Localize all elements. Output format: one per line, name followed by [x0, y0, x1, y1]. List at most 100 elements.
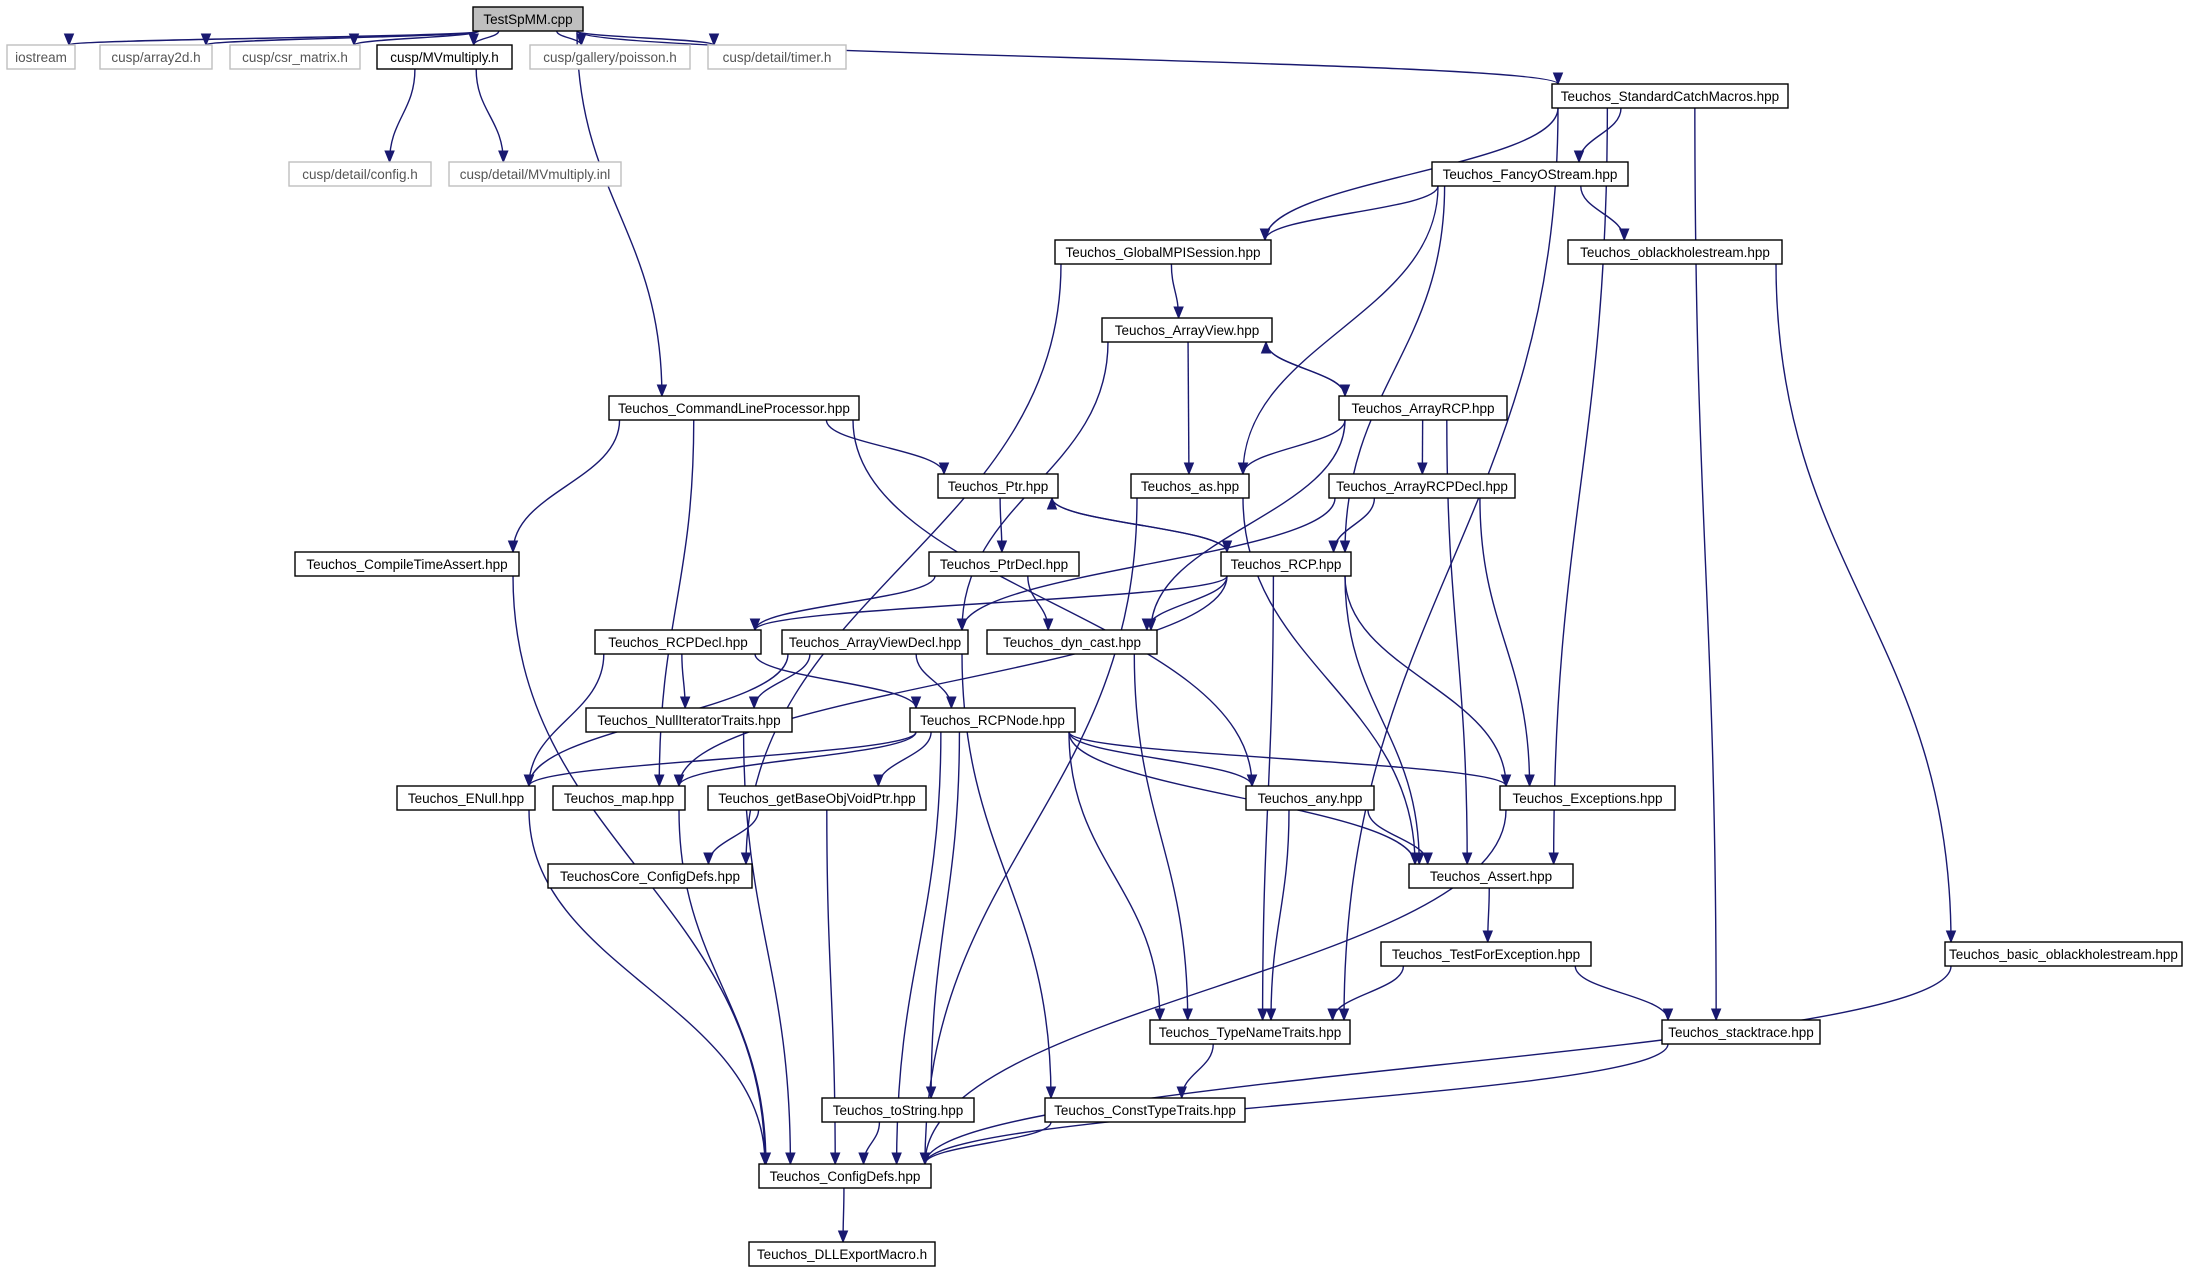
edge-testspmm-to-timer [576, 30, 715, 46]
node-consttype[interactable]: Teuchos_ConstTypeTraits.hpp [1044, 1097, 1246, 1123]
edge-rcpnode-to-typename [1068, 731, 1161, 1021]
node-enull[interactable]: Teuchos_ENull.hpp [396, 785, 536, 811]
arrowhead-mvmultiply_h-to-mvmultiply_inl [498, 150, 509, 164]
arrowhead-rcpnode-to-any [1246, 774, 1258, 788]
node-box [707, 785, 927, 811]
node-rcp[interactable]: Teuchos_RCP.hpp [1220, 551, 1352, 577]
node-basicoblack[interactable]: Teuchos_basic_oblackholestream.hpp [1944, 941, 2183, 967]
node-box [472, 6, 584, 32]
edge-basicoblack-to-configdefs [924, 965, 1952, 1165]
node-label: Teuchos_stacktrace.hpp [1668, 1025, 1814, 1040]
node-box [547, 863, 753, 889]
arrowhead-any-to-typename [1265, 1008, 1277, 1022]
edge-testspmm-to-standardcatch [576, 30, 1559, 85]
node-oblackhole[interactable]: Teuchos_oblackholestream.hpp [1567, 239, 1783, 265]
node-cmdline[interactable]: Teuchos_CommandLineProcessor.hpp [608, 395, 860, 421]
arrowhead-standardcatch-to-assert [1548, 852, 1559, 866]
node-rcpnode[interactable]: Teuchos_RCPNode.hpp [909, 707, 1076, 733]
arrowhead-standardcatch-to-fancyostream [1573, 150, 1585, 164]
node-arrayrcpdecl[interactable]: Teuchos_ArrayRCPDecl.hpp [1328, 473, 1516, 499]
edge-testspmm-to-array2d [205, 30, 480, 46]
node-box [376, 44, 513, 70]
arrowhead-arrayviewdecl-to-consttype [1045, 1086, 1057, 1100]
edge-rcp-to-ptr [1051, 497, 1228, 553]
edge-typename-to-consttype [1181, 1043, 1214, 1099]
node-arrayviewdecl[interactable]: Teuchos_ArrayViewDecl.hpp [781, 629, 969, 655]
node-label: Teuchos_dyn_cast.hpp [1003, 635, 1141, 650]
edge-stacktrace-to-configdefs [924, 1043, 1669, 1165]
node-box [1944, 941, 2183, 967]
node-any[interactable]: Teuchos_any.hpp [1245, 785, 1375, 811]
arrowhead-rcpnode-to-configdefs [891, 1152, 902, 1166]
edge-rcpnode-to-tostring [930, 731, 961, 1099]
node-globalmpi[interactable]: Teuchos_GlobalMPISession.hpp [1054, 239, 1272, 265]
node-assert[interactable]: Teuchos_Assert.hpp [1408, 863, 1574, 889]
edge-standardcatch-to-stacktrace [1694, 107, 1717, 1021]
arrowhead-ptr-to-rcp [1221, 540, 1233, 554]
node-label: Teuchos_GlobalMPISession.hpp [1065, 245, 1260, 260]
edge-fancyostream-to-as [1242, 185, 1439, 475]
node-dyncast[interactable]: Teuchos_dyn_cast.hpp [986, 629, 1158, 655]
node-box [986, 629, 1158, 655]
arrowhead-rcpdecl-to-rcpnode [910, 696, 922, 710]
node-label: Teuchos_DLLExportMacro.h [757, 1247, 927, 1262]
node-label: Teuchos_as.hpp [1141, 479, 1239, 494]
arrowhead-fancyostream-to-oblackhole [1619, 228, 1630, 242]
node-as[interactable]: Teuchos_as.hpp [1130, 473, 1250, 499]
node-coreconfig[interactable]: TeuchosCore_ConfigDefs.hpp [547, 863, 753, 889]
node-label: Teuchos_basic_oblackholestream.hpp [1949, 947, 2178, 962]
arrowhead-typename-to-consttype [1176, 1086, 1187, 1100]
arrowhead-getbaseobj-to-configdefs [829, 1152, 841, 1166]
arrowhead-globalmpi-to-coreconfig [740, 852, 752, 866]
arrowhead-arrayrcp-to-arrayview [1260, 340, 1272, 354]
node-ptrdecl[interactable]: Teuchos_PtrDecl.hpp [928, 551, 1080, 577]
edge-rcpnode-to-any [1068, 731, 1253, 787]
node-label: cusp/detail/timer.h [723, 50, 832, 65]
node-box [748, 1241, 936, 1267]
node-compiletime[interactable]: Teuchos_CompileTimeAssert.hpp [294, 551, 520, 577]
node-box [1149, 1019, 1351, 1045]
edge-testspmm-to-csr_matrix [353, 30, 480, 46]
node-fancyostream[interactable]: Teuchos_FancyOStream.hpp [1431, 161, 1629, 187]
edge-any-to-typename [1270, 809, 1290, 1021]
node-box [1054, 239, 1272, 265]
node-testspmm: TestSpMM.cpp [472, 6, 584, 32]
node-arrayview[interactable]: Teuchos_ArrayView.hpp [1101, 317, 1273, 343]
node-box [1499, 785, 1676, 811]
node-map[interactable]: Teuchos_map.hpp [552, 785, 686, 811]
node-typename[interactable]: Teuchos_TypeNameTraits.hpp [1149, 1019, 1351, 1045]
arrowhead-arrayview-to-as [1183, 462, 1195, 476]
node-standardcatch[interactable]: Teuchos_StandardCatchMacros.hpp [1551, 83, 1789, 109]
node-arrayrcp[interactable]: Teuchos_ArrayRCP.hpp [1338, 395, 1508, 421]
node-nulliter[interactable]: Teuchos_NullIteratorTraits.hpp [585, 707, 793, 733]
node-box [1328, 473, 1516, 499]
node-label: Teuchos_Exceptions.hpp [1512, 791, 1662, 806]
node-getbaseobj[interactable]: Teuchos_getBaseObjVoidPtr.hpp [707, 785, 927, 811]
edge-rcpnode-to-assert [1068, 731, 1416, 865]
arrowhead-standardcatch-to-stacktrace [1710, 1008, 1722, 1022]
node-ptr[interactable]: Teuchos_Ptr.hpp [937, 473, 1059, 499]
node-box [396, 785, 536, 811]
node-rcpdecl[interactable]: Teuchos_RCPDecl.hpp [594, 629, 762, 655]
node-tostring[interactable]: Teuchos_toString.hpp [821, 1097, 975, 1123]
node-box [1245, 785, 1375, 811]
edge-enull-to-configdefs [528, 809, 766, 1165]
arrowhead-rcpdecl-to-nulliter [679, 696, 691, 710]
edge-testspmm-to-cmdline [576, 30, 663, 397]
node-configdefs[interactable]: Teuchos_ConfigDefs.hpp [758, 1163, 932, 1189]
node-label: Teuchos_getBaseObjVoidPtr.hpp [718, 791, 915, 806]
edge-dyncast-to-typename [1133, 653, 1189, 1021]
node-exceptions[interactable]: Teuchos_Exceptions.hpp [1499, 785, 1676, 811]
node-dllexport[interactable]: Teuchos_DLLExportMacro.h [748, 1241, 936, 1267]
arrowhead-fancyostream-to-globalmpi [1259, 228, 1271, 242]
edge-rcpnode-to-configdefs [895, 731, 942, 1165]
node-mvmultiply_h[interactable]: cusp/MVmultiply.h [376, 44, 513, 70]
node-label: Teuchos_RCPDecl.hpp [608, 635, 748, 650]
node-testforexc[interactable]: Teuchos_TestForException.hpp [1380, 941, 1592, 967]
node-box [608, 395, 860, 421]
arrowhead-arrayrcpdecl-to-exceptions [1524, 774, 1535, 788]
node-stacktrace[interactable]: Teuchos_stacktrace.hpp [1661, 1019, 1821, 1045]
node-csr_matrix: cusp/csr_matrix.h [229, 44, 361, 70]
